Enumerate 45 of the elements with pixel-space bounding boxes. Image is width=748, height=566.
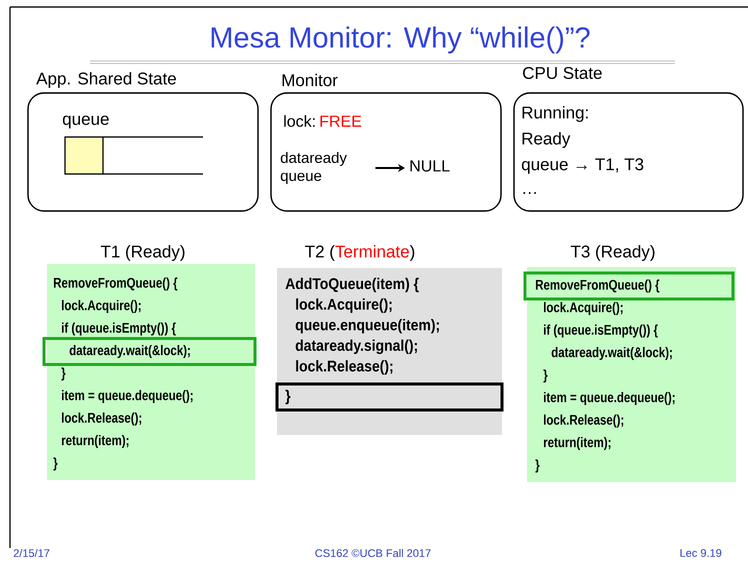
- node-label: RemoveFromQueue() {: [536, 279, 660, 293]
- node-label: if (queue.isEmpty()) {: [544, 324, 658, 338]
- monitor-text: NULL: [410, 160, 450, 172]
- node-label: return(item);: [544, 436, 610, 450]
- slide-title: Mesa Monitor: Why “while()”?: [212, 26, 590, 54]
- state-box: queue: [27, 92, 259, 212]
- node-label: if (queue.isEmpty()) {: [62, 322, 176, 336]
- node-label: dataready.wait(&lock);: [70, 344, 190, 358]
- code-box: RemoveFromQueue() { lock.Acquire(); if (queue.isEmpty()) { dataready.wait(&lock); } item = queue.dequeue(); lock.Release(); return(item); }: [527, 267, 736, 482]
- node-label: item = queue.dequeue();: [544, 392, 674, 406]
- node-label: }: [535, 459, 540, 473]
- node-label: RemoveFromQueue() {: [54, 277, 178, 291]
- node-label: item = queue.dequeue();: [62, 390, 192, 404]
- node-label: return(item);: [62, 434, 128, 448]
- node-label: dataready.signal();: [296, 340, 417, 354]
- node-label: }: [53, 457, 58, 471]
- panel-heading: CPU State: [523, 66, 602, 80]
- monitor-text: dataready queue: [280, 152, 347, 184]
- node-label: }: [543, 369, 548, 383]
- node-label: lock.Release();: [544, 414, 624, 428]
- footer-text: CS162 ©UCB Fall 2017: [315, 548, 431, 558]
- panel-heading: Monitor: [282, 74, 338, 86]
- panel-heading: App. Shared State: [36, 72, 176, 88]
- node-label: lock.Release();: [62, 412, 142, 426]
- node-label: queue.enqueue(item);: [296, 318, 439, 334]
- code-box: AddToQueue(item) { lock.Acquire(); queue.enqueue(item); dataready.signal(); lock.Release(); }: [277, 268, 502, 435]
- node-label: …: [524, 192, 536, 194]
- node-label: AddToQueue(item) {: [286, 278, 419, 292]
- node-label: queue → T1, T3: [522, 158, 644, 174]
- code-box: RemoveFromQueue() { lock.Acquire(); if (queue.isEmpty()) { dataready.wait(&lock); } item = queue.dequeue(); lock.Release(); return(item); }: [47, 264, 255, 480]
- footer-text: 2/15/17: [14, 548, 50, 558]
- thread-heading: T3 (Ready): [570, 245, 654, 261]
- thread-heading: T1 (Ready): [100, 245, 184, 261]
- node-label: Running:: [522, 106, 588, 122]
- state-box: Running: Ready queue → T1, T3 …: [513, 92, 744, 212]
- node-label: Ready: [522, 132, 570, 148]
- node-label: lock.Acquire();: [62, 300, 140, 314]
- node-label: }: [61, 367, 66, 381]
- node-label: lock.Release();: [296, 360, 392, 375]
- footer-text: Lec 9.19: [680, 549, 722, 557]
- node-label: lock.Acquire();: [296, 298, 392, 313]
- node-label: }: [286, 390, 290, 404]
- thread-heading: T2 (Terminate): [305, 245, 414, 261]
- node-label: dataready.wait(&lock);: [552, 346, 672, 360]
- node-label: lock.Acquire();: [544, 302, 622, 316]
